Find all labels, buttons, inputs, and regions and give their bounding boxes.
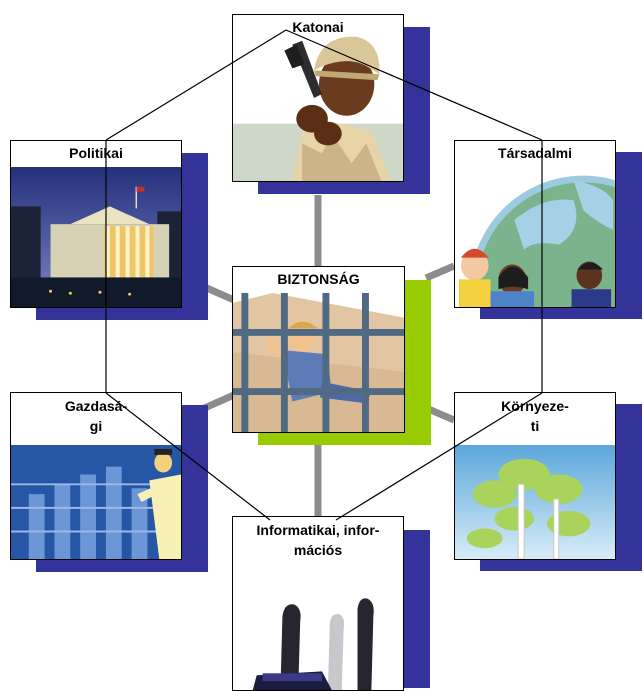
node-kornyezeti-title-line1: Környeze-	[501, 398, 569, 414]
node-informatikai-title-line2: mációs	[293, 542, 343, 558]
node-gazdasagi: Gazdasá- gi	[10, 392, 182, 560]
node-gazdasagi-title: Gazdasá- gi	[11, 393, 181, 436]
node-katonai: Katonai	[232, 14, 404, 182]
node-biztonsag: BIZTONSÁG	[232, 266, 405, 433]
node-tarsadalmi-title: Társadalmi	[498, 145, 572, 161]
birch-tree-illustration	[455, 445, 615, 559]
node-informatikai-title-line1: Informatikai, infor-	[256, 522, 380, 538]
node-biztonsag-title: BIZTONSÁG	[277, 271, 360, 287]
node-katonai-title: Katonai	[292, 19, 344, 35]
node-kornyezeti-title: Környeze- ti	[455, 393, 615, 436]
node-politikai: Politikai	[10, 140, 182, 308]
prisoner-illustration	[233, 293, 404, 432]
node-informatikai: Informatikai, infor- mációs	[232, 516, 404, 691]
white-house-photo	[11, 167, 181, 307]
node-kornyezeti-title-line2: ti	[530, 418, 540, 434]
soldier-illustration	[233, 15, 403, 181]
node-gazdasagi-title-line1: Gazdasá-	[64, 398, 128, 414]
node-informatikai-title: Informatikai, infor- mációs	[233, 517, 403, 560]
node-politikai-title: Politikai	[69, 145, 123, 161]
cable-connector-illustration	[233, 577, 403, 690]
node-gazdasagi-title-line2: gi	[89, 418, 103, 434]
node-kornyezeti: Környeze- ti	[454, 392, 616, 560]
bar-chart-illustration	[11, 445, 181, 559]
